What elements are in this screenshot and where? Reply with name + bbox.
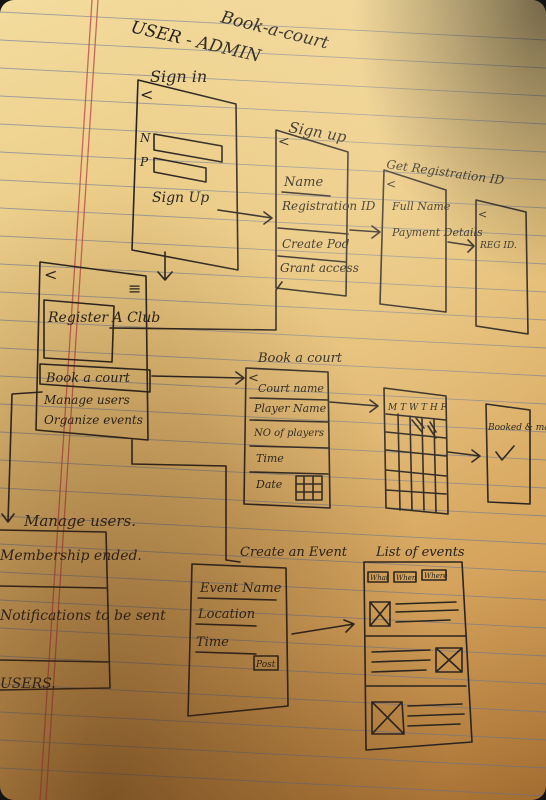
menu-icon: ≡ [128,279,141,298]
divider [0,585,107,589]
post-label: Post [255,660,276,670]
reg-id-label: REG ID. [479,241,517,251]
divider [249,397,329,401]
arrow [291,619,355,635]
signup-item: Name [283,175,323,190]
manage-users-title: Manage users. [23,512,136,530]
image-placeholder-icon [371,701,405,735]
reg-item: Payment Details [391,226,483,239]
connector [131,439,241,563]
signup-item: Create Pod [282,237,350,251]
book-court-title: Book a court [257,351,343,366]
booking-field: NO of players [253,428,324,439]
arrow [447,239,475,253]
signin-title: Sign in [150,67,207,86]
list-events-frame [363,561,473,751]
back-icon: < [478,208,487,221]
arrow [349,225,381,239]
arrow [151,371,245,385]
event-field: Event Name [199,581,282,596]
image-placeholder-icon [435,647,463,673]
menu-item: Manage users [43,393,130,407]
arrow [329,399,379,413]
user-item: USERS. [0,676,56,692]
create-event-title: Create an Event [240,545,348,560]
password-field-label: P [139,155,149,169]
booking-field: Court name [258,382,324,395]
name-field [153,133,223,163]
text-lines [365,601,467,637]
event-field: Location [197,607,255,622]
user-item: Notifications to be sent [0,608,166,624]
divider [195,623,257,627]
user-item: Membership ended. [0,548,142,564]
signup-link: Sign Up [152,190,209,206]
calendar-days: M T W T H F [387,403,448,413]
event-tab: Where [424,572,447,580]
reg-item: Full Name [391,200,451,213]
get-reg-title: Get Registration ID [386,157,506,187]
booking-field: Date [255,478,283,491]
arrow [157,251,173,281]
event-field: Time [196,635,229,650]
text-lines [365,649,467,687]
menu-item: Register A Club [47,310,160,326]
menu-item: Organize events [44,413,143,427]
list-events-title: List of events [375,545,465,560]
divider [249,445,329,449]
signup-item: Grant access [280,261,359,275]
image-placeholder-icon [369,601,391,627]
divider [197,597,277,601]
date-grid-icon [295,475,323,501]
event-tab: What [370,574,389,582]
divider [195,651,257,655]
menu-item: Book a court [45,371,131,386]
back-icon: < [278,134,290,150]
booking-field: Player Name [253,402,327,415]
back-icon: < [44,265,57,284]
signup-item: Registration ID [281,199,376,213]
back-icon: < [140,85,153,104]
get-reg-frame [379,169,447,313]
name-field-label: N [139,131,151,145]
divider [277,227,349,235]
booking-field: Time [256,452,284,465]
back-icon: < [386,177,396,191]
event-tab: When [396,574,417,582]
booked-text: Booked & mail sent [487,423,546,433]
signin-frame [131,79,239,271]
